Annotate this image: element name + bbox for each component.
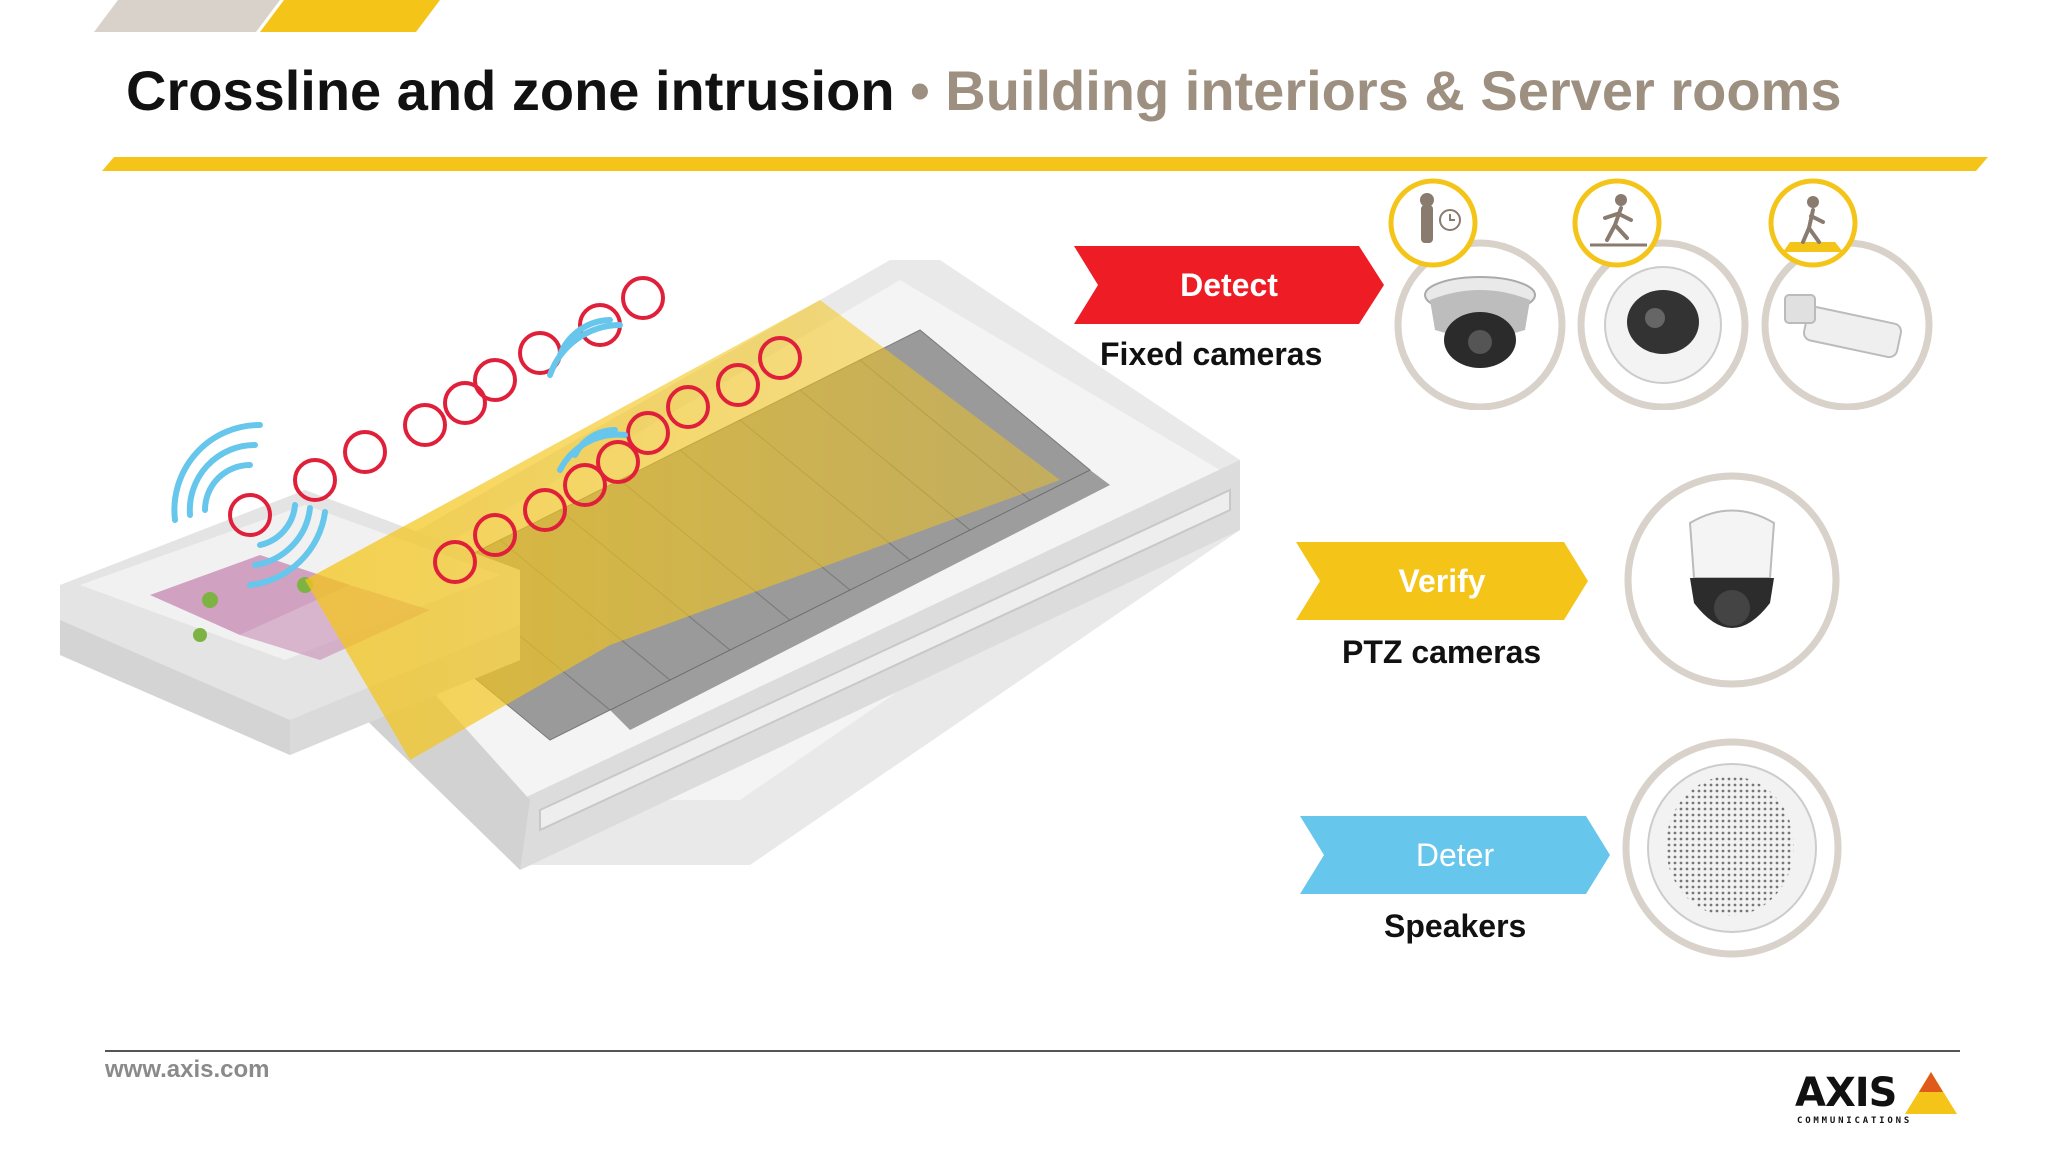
loitering-icon (1388, 178, 1478, 268)
detect-label: Detect (1180, 266, 1278, 303)
building-illustration (60, 260, 1240, 870)
zone-intrusion-icon (1768, 178, 1858, 268)
stripe-grey (94, 0, 280, 32)
detect-arrow (1074, 246, 1384, 324)
tripwire-circle (626, 411, 670, 455)
stage-verify: Verify (1296, 542, 1588, 620)
detection-beam (305, 300, 1060, 760)
tripwire-circle (596, 440, 640, 484)
top-accent-stripes (94, 0, 440, 32)
fixed-dome-camera-icon (1394, 239, 1566, 410)
tripwire-circle (228, 493, 272, 537)
logo-subtext: COMMUNICATIONS (1797, 1116, 1913, 1126)
verify-caption: PTZ cameras (1342, 634, 1542, 670)
page-title: Crossline and zone intrusion • Building … (126, 58, 1841, 123)
title-main: Crossline and zone intrusion (126, 59, 895, 122)
tripwire-circle (758, 336, 802, 380)
verify-label: Verify (1398, 562, 1486, 599)
stage-deter: Deter (1300, 816, 1610, 894)
tripwire-markers (228, 276, 802, 584)
tripwire-circle (563, 463, 607, 507)
deter-arrow (1300, 816, 1610, 894)
tripwire-circle (433, 540, 477, 584)
tripwire-circle (473, 513, 517, 557)
audio-waves (171, 317, 628, 588)
deter-label: Deter (1415, 836, 1495, 873)
mini-dome-camera-icon (1577, 239, 1749, 410)
crossline-icon (1572, 178, 1662, 268)
tripwire-circle (716, 363, 760, 407)
footer-url[interactable]: www.axis.com (105, 1056, 270, 1083)
tripwire-circle (666, 385, 710, 429)
tripwire-circle (343, 430, 387, 474)
logo-triangle-icon (1905, 1072, 1957, 1114)
fixed-cameras-group (1388, 178, 1933, 410)
tripwire-circle (621, 276, 665, 320)
stripe-yellow (260, 0, 440, 32)
title-sub: Building interiors & Server rooms (945, 59, 1842, 122)
axis-logo: AXIS COMMUNICATIONS (1795, 1068, 1965, 1128)
bullet-camera-icon (1761, 239, 1933, 410)
tripwire-circle (523, 488, 567, 532)
stage-detect: Detect (1074, 246, 1384, 324)
speaker-icon (1622, 738, 1842, 958)
header-rule (102, 157, 1988, 171)
title-bullet: • (910, 59, 930, 122)
ptz-camera-icon (1624, 472, 1840, 688)
tripwire-circle (403, 403, 447, 447)
footer-rule (105, 1050, 1960, 1052)
logo-text: AXIS (1795, 1070, 1897, 1116)
tripwire-circle (473, 358, 517, 402)
detect-caption: Fixed cameras (1100, 336, 1323, 372)
verify-arrow (1296, 542, 1588, 620)
deter-caption: Speakers (1384, 908, 1527, 944)
tripwire-circle (443, 381, 487, 425)
tripwire-circle (293, 458, 337, 502)
